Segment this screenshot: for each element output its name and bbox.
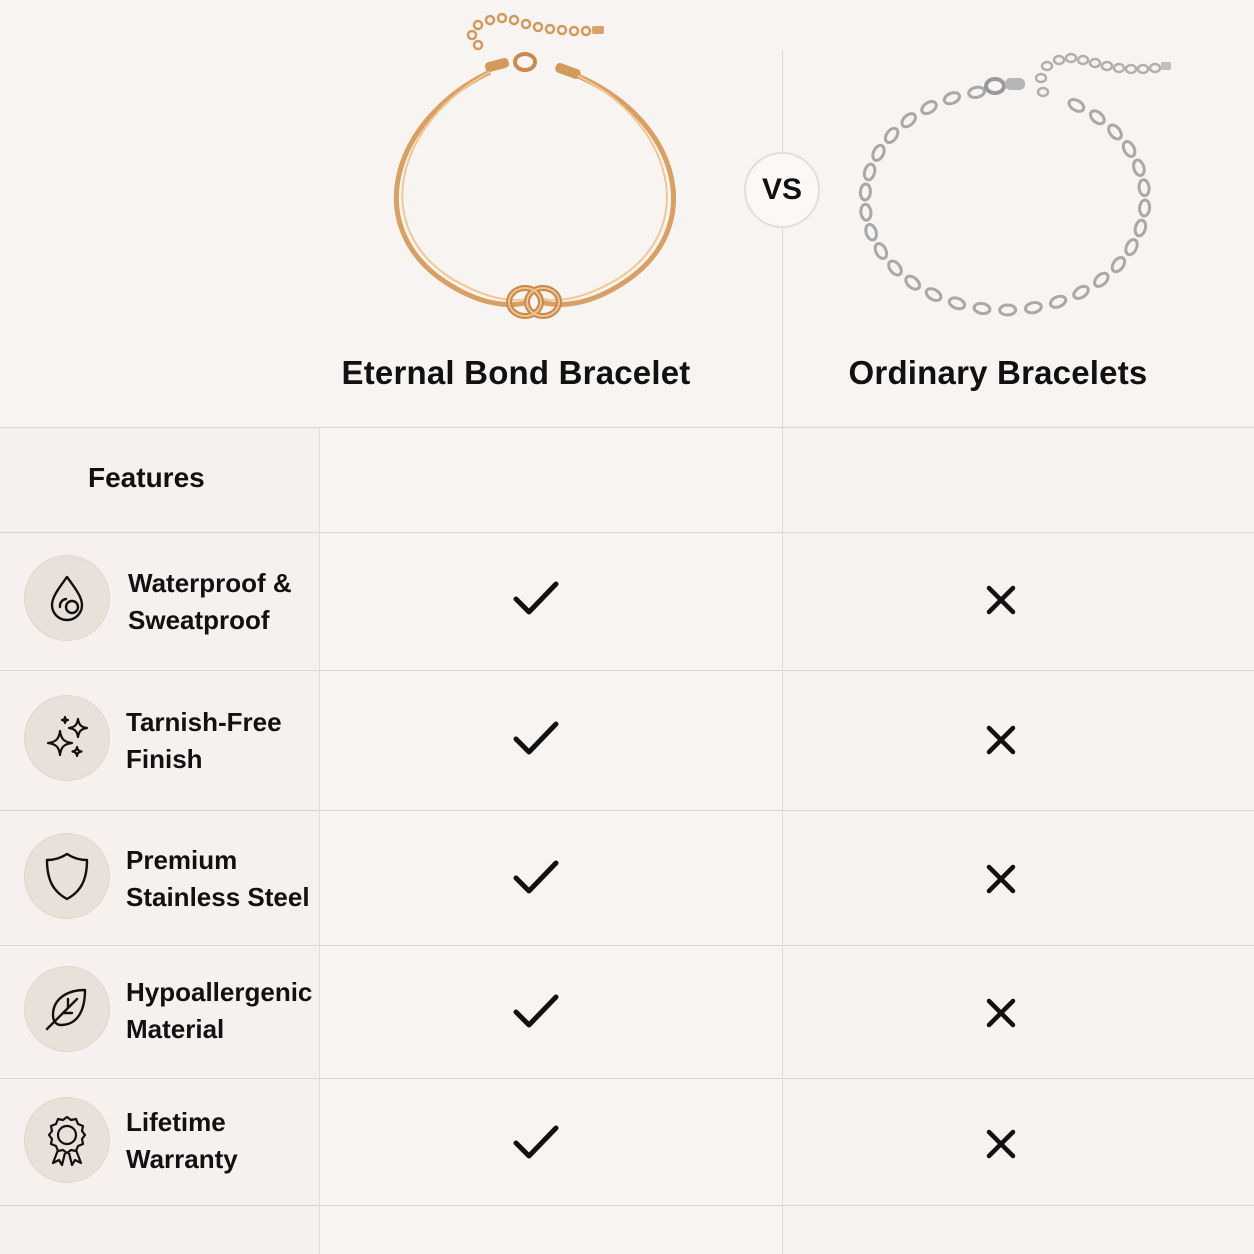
feature-label-line2: Material bbox=[126, 1014, 225, 1044]
feature-label-line2: Stainless Steel bbox=[126, 882, 310, 912]
chain-link bbox=[1093, 271, 1110, 288]
feature-label-line2: Finish bbox=[126, 744, 203, 774]
chain-link bbox=[1048, 294, 1068, 309]
feature-label-line1: Tarnish-Free bbox=[126, 707, 282, 737]
chain-link bbox=[972, 301, 992, 316]
feature-label-line1: Hypoallergenic bbox=[126, 977, 313, 1007]
chain-link bbox=[920, 100, 938, 116]
chain-link bbox=[998, 303, 1018, 317]
chain-link bbox=[862, 162, 877, 182]
chain-link bbox=[1138, 198, 1152, 218]
award-ribbon-icon bbox=[24, 1097, 110, 1183]
features-header: Features bbox=[88, 462, 205, 493]
cross-icon bbox=[986, 1129, 1016, 1159]
silver-bracelet-image bbox=[858, 52, 1171, 317]
chain-link bbox=[1124, 238, 1139, 257]
table-row: Hypoallergenic Material bbox=[0, 945, 1254, 1078]
chain-link bbox=[1067, 97, 1086, 113]
chain-link bbox=[1133, 218, 1148, 238]
chain-link bbox=[1024, 301, 1043, 315]
table-row: Waterproof & Sweatproof bbox=[0, 532, 1254, 670]
water-drop-icon bbox=[24, 555, 110, 641]
sparkles-icon bbox=[24, 695, 110, 781]
cross-icon bbox=[986, 585, 1016, 615]
table-row: Tarnish-Free Finish bbox=[0, 670, 1254, 810]
chain-link bbox=[1132, 158, 1146, 178]
right-product-title: Ordinary Bracelets bbox=[848, 354, 1148, 391]
chain-link bbox=[1088, 109, 1106, 126]
chain-link bbox=[1137, 178, 1151, 198]
check-icon bbox=[513, 721, 559, 755]
cross-icon bbox=[986, 864, 1016, 894]
feature-label-line1: Premium bbox=[126, 845, 238, 875]
table-footer-strip bbox=[0, 1206, 1254, 1254]
feature-label-line1: Lifetime bbox=[126, 1107, 226, 1137]
chain-link bbox=[859, 202, 873, 222]
chain-link bbox=[900, 112, 917, 129]
cross-icon bbox=[986, 998, 1016, 1028]
check-icon bbox=[513, 1125, 559, 1159]
chain-link bbox=[887, 259, 903, 277]
chain-link bbox=[1110, 255, 1127, 274]
chain-link bbox=[904, 274, 922, 291]
table-header-row: Features bbox=[0, 427, 1254, 532]
feature-label-line2: Sweatproof bbox=[128, 605, 270, 635]
chain-link bbox=[858, 182, 872, 202]
chain-link bbox=[871, 143, 886, 162]
chain-link bbox=[864, 222, 878, 242]
chain-link bbox=[1121, 140, 1137, 158]
chain-link bbox=[947, 296, 967, 311]
cross-icon bbox=[986, 725, 1016, 755]
left-product-title: Eternal Bond Bracelet bbox=[341, 354, 691, 391]
header-divider bbox=[782, 50, 783, 428]
feature-label-line1: Waterproof & bbox=[128, 568, 292, 598]
gold-bracelet-image bbox=[393, 12, 676, 319]
table-row: Lifetime Warranty bbox=[0, 1078, 1254, 1206]
leaf-icon bbox=[24, 966, 110, 1052]
chain-link bbox=[942, 91, 962, 106]
chain-link bbox=[967, 85, 986, 99]
check-icon bbox=[513, 581, 559, 615]
table-row: Premium Stainless Steel bbox=[0, 810, 1254, 945]
comparison-header: VS Eternal Bond Bracelet Ordinary Bracel… bbox=[0, 0, 1254, 428]
feature-label-line2: Warranty bbox=[126, 1144, 238, 1174]
chain-link bbox=[1107, 123, 1123, 141]
chain-link bbox=[883, 126, 900, 145]
check-icon bbox=[513, 860, 559, 894]
chain-link bbox=[1072, 284, 1090, 300]
check-icon bbox=[513, 994, 559, 1028]
shield-icon bbox=[24, 833, 110, 919]
vs-badge: VS bbox=[744, 152, 820, 228]
chain-link bbox=[873, 242, 889, 260]
chain-link bbox=[924, 287, 943, 303]
